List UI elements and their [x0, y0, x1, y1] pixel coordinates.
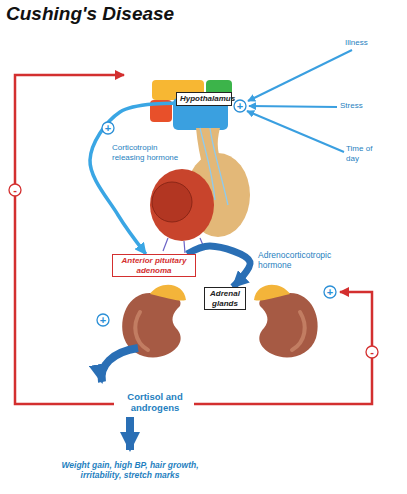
circle-shape: [97, 314, 109, 326]
sign-text: -: [370, 347, 374, 358]
sign-text: +: [327, 287, 333, 298]
sign-circle: +: [101, 121, 115, 135]
circle-shape: [234, 100, 246, 112]
hormone-arrow: [90, 103, 176, 254]
feedback-line: [15, 75, 124, 404]
sign-text: +: [100, 315, 106, 326]
label-text: Time of day: [346, 144, 380, 163]
label-text: Corticotropin releasing hormone: [112, 143, 188, 162]
node-text: Adrenal glands: [208, 289, 242, 308]
label-box: Adrenal glands: [204, 287, 246, 310]
circle-shape: [102, 122, 114, 134]
label-text: Illness: [345, 38, 389, 48]
sign-circle: -: [365, 345, 379, 359]
sign-text: +: [105, 123, 111, 134]
adrenal-gland: [150, 285, 186, 301]
label-text: Cortisol and androgens: [116, 391, 194, 414]
circle-shape: [366, 346, 378, 358]
nerve-fibre: [200, 128, 215, 200]
stimulus-arrow: [248, 50, 352, 101]
label-box: Hypothalamus: [176, 92, 232, 106]
title-text: Cushing's Disease: [6, 3, 174, 25]
label-box: Anterior pituitary adenoma: [112, 254, 196, 277]
sign-circle: -: [8, 183, 22, 197]
sign-circle: +: [233, 99, 247, 113]
sign-circle: +: [323, 285, 337, 299]
label-text: Adrenocorticotropic hormone: [258, 250, 350, 270]
nerve-fibre: [210, 128, 228, 205]
sign-circle: +: [96, 313, 110, 327]
adrenal-gland: [254, 285, 290, 301]
anterior-pituitary: [150, 169, 214, 241]
cortisol-arrow: [102, 348, 138, 382]
kidney-shape: [259, 292, 317, 357]
sign-text: +: [237, 101, 243, 112]
blood-vessel: [163, 238, 205, 253]
circle-shape: [9, 184, 21, 196]
label-text: Weight gain, high BP, hair growth, irrit…: [40, 460, 220, 480]
label-text: Stress: [340, 101, 384, 111]
effect-arrow: [126, 417, 134, 450]
kidney-highlight: [292, 312, 305, 350]
node-text: Anterior pituitary adenoma: [116, 256, 192, 275]
stimulus-arrow: [247, 111, 344, 152]
adenoma-lump: [152, 182, 192, 222]
stimulus-arrow: [249, 106, 337, 107]
right-kidney: [254, 285, 318, 358]
node-text: Hypothalamus: [180, 94, 228, 104]
hormone-arrow: [187, 246, 250, 287]
circle-shape: [324, 286, 336, 298]
sign-text: -: [13, 185, 17, 196]
hypothalamus-block: [150, 100, 172, 122]
